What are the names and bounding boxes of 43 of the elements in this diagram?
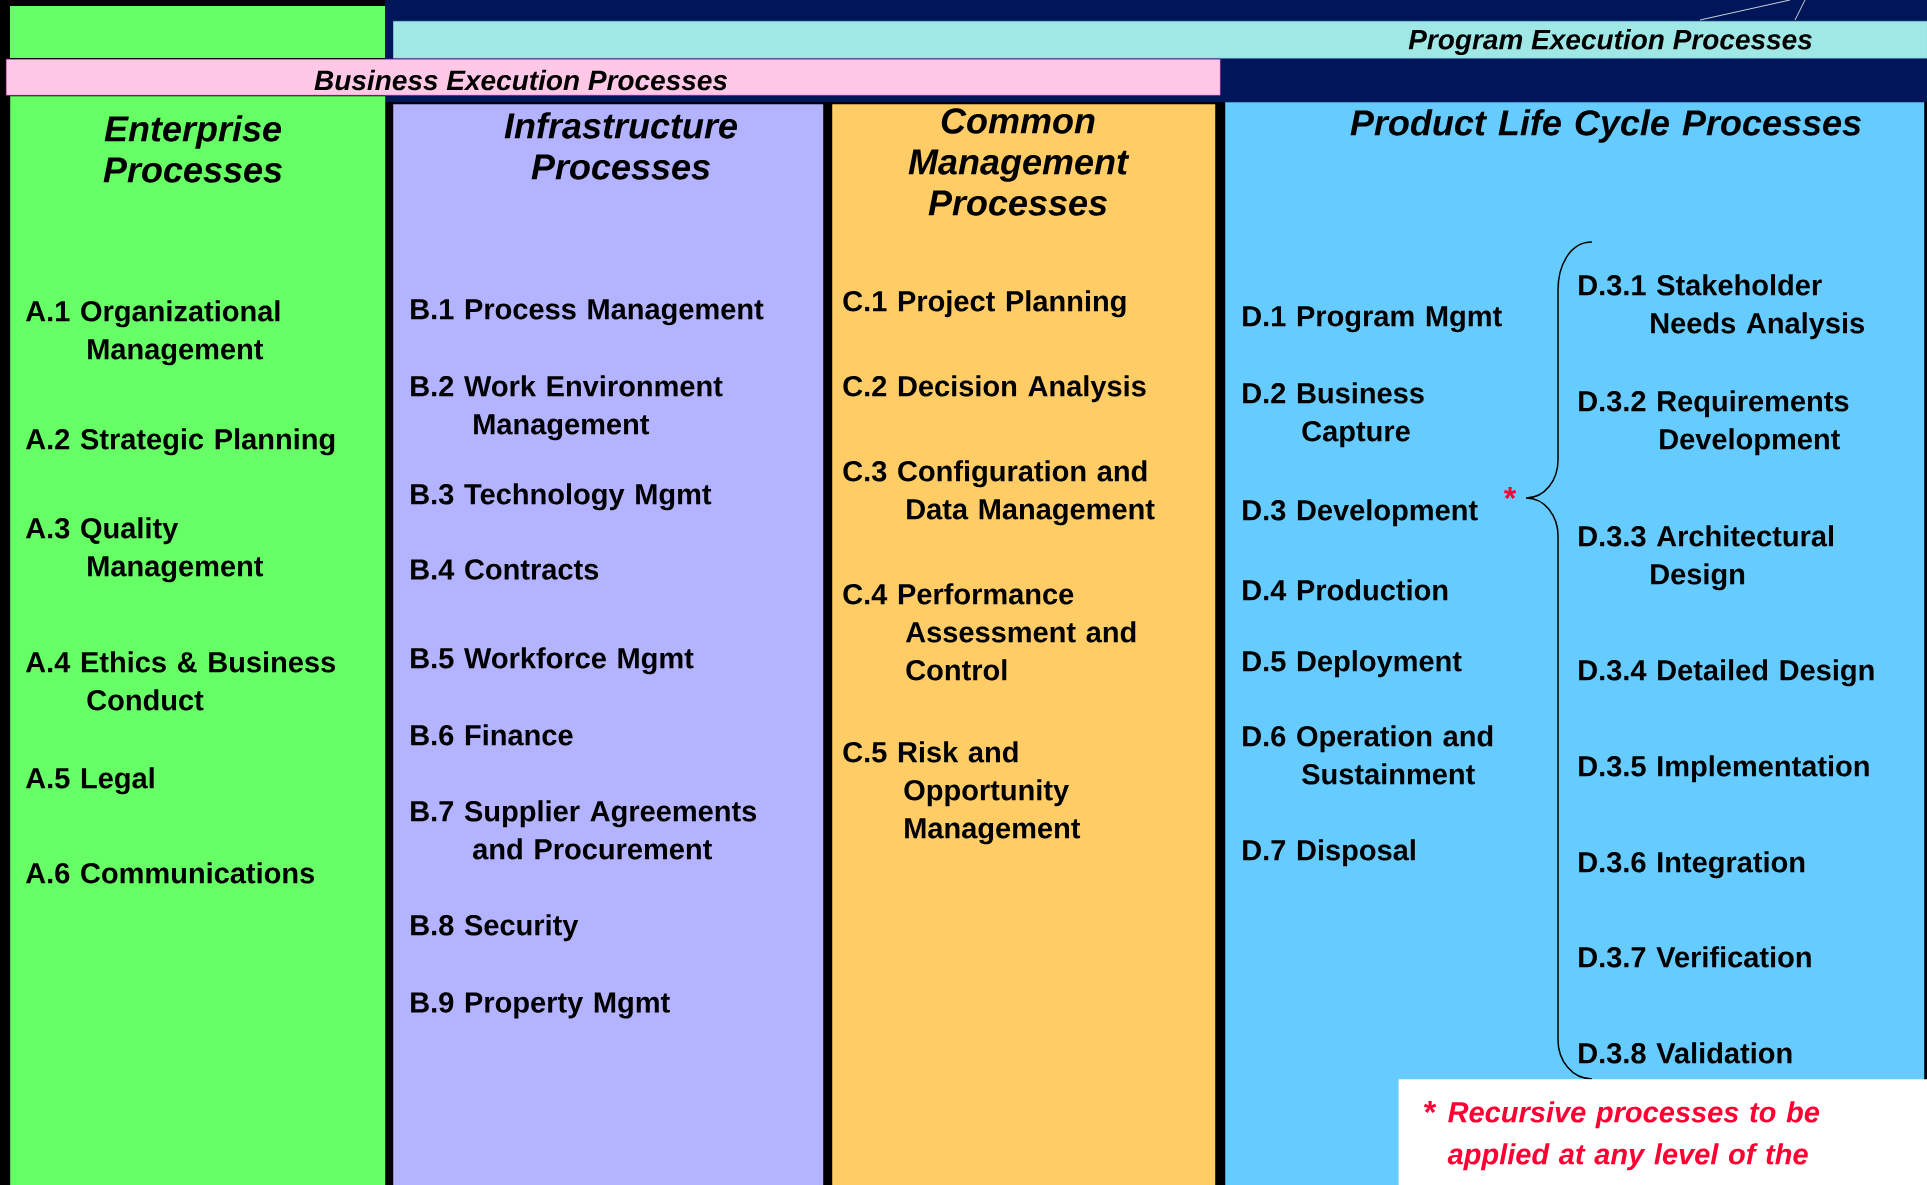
process-item: D.3 Development bbox=[1243, 499, 1478, 527]
process-item: B.6 Finance bbox=[411, 724, 573, 746]
process-item: B.4 Contracts bbox=[411, 559, 599, 580]
process-item: D.3.4 Detailed Design bbox=[1579, 659, 1874, 687]
process-item: D.7 Disposal bbox=[1243, 839, 1415, 867]
process-item: C.3 Configuration and Data Management bbox=[843, 460, 1155, 526]
process-item: D.1 Program Mgmt bbox=[1243, 306, 1502, 333]
asterisk: * bbox=[1423, 1101, 1437, 1113]
process-item: D.6 Operation and Sustainment bbox=[1243, 725, 1493, 785]
process-item: D.3.1 Stakeholder Needs Analysis bbox=[1579, 274, 1864, 340]
process-item: C.5 Risk and Opportunity Management bbox=[843, 741, 1081, 845]
process-item: B.5 Workforce Mgmt bbox=[411, 647, 694, 675]
process-item: B.8 Security bbox=[411, 914, 579, 942]
process-item: A.6 Communications bbox=[25, 862, 315, 884]
column-heading: Enterprise Processes bbox=[103, 115, 282, 183]
process-item: A.3 Quality Management bbox=[25, 517, 264, 583]
process-item: D.3.3 Architectural Design bbox=[1579, 525, 1833, 591]
column-heading: Infrastructure Processes bbox=[504, 112, 737, 180]
process-item: B.1 Process Management bbox=[411, 299, 764, 326]
process-item: D.4 Production bbox=[1243, 579, 1448, 601]
process-item: A.1 Organizational Management bbox=[25, 300, 280, 366]
process-item: D.3.7 Verification bbox=[1579, 946, 1811, 968]
column-heading: Common Management Processes bbox=[908, 108, 1130, 216]
process-item: A.2 Strategic Planning bbox=[25, 428, 335, 456]
process-item: B.9 Property Mgmt bbox=[411, 992, 670, 1019]
band: Program Execution Processes bbox=[393, 21, 1927, 59]
process-item: D.5 Deployment bbox=[1243, 650, 1462, 678]
process-item: B.3 Technology Mgmt bbox=[411, 483, 712, 511]
process-item: C.2 Decision Analysis bbox=[843, 375, 1146, 403]
process-item: A.4 Ethics & Business Conduct bbox=[25, 651, 335, 711]
process-item: D.3.5 Implementation bbox=[1579, 755, 1869, 783]
process-item: B.2 Work Environment Management bbox=[411, 375, 723, 441]
column-heading: Product Life Cycle Processes bbox=[1350, 109, 1861, 143]
process-item: D.3.6 Integration bbox=[1579, 851, 1805, 879]
band: Business Execution Processes bbox=[6, 59, 1221, 96]
process-item: A.5 Legal bbox=[25, 767, 154, 795]
process-item: C.1 Project Planning bbox=[843, 290, 1126, 318]
process-item: D.3.8 Validation bbox=[1579, 1042, 1792, 1064]
process-item: D.2 Business Capture bbox=[1243, 382, 1424, 448]
asterisk: * bbox=[1503, 487, 1517, 499]
process-item: D.3.2 Requirements Development bbox=[1579, 390, 1849, 456]
process-item: C.4 Performance Assessment and Control bbox=[843, 583, 1136, 681]
process-item: B.7 Supplier Agreements and Procurement bbox=[411, 800, 757, 860]
